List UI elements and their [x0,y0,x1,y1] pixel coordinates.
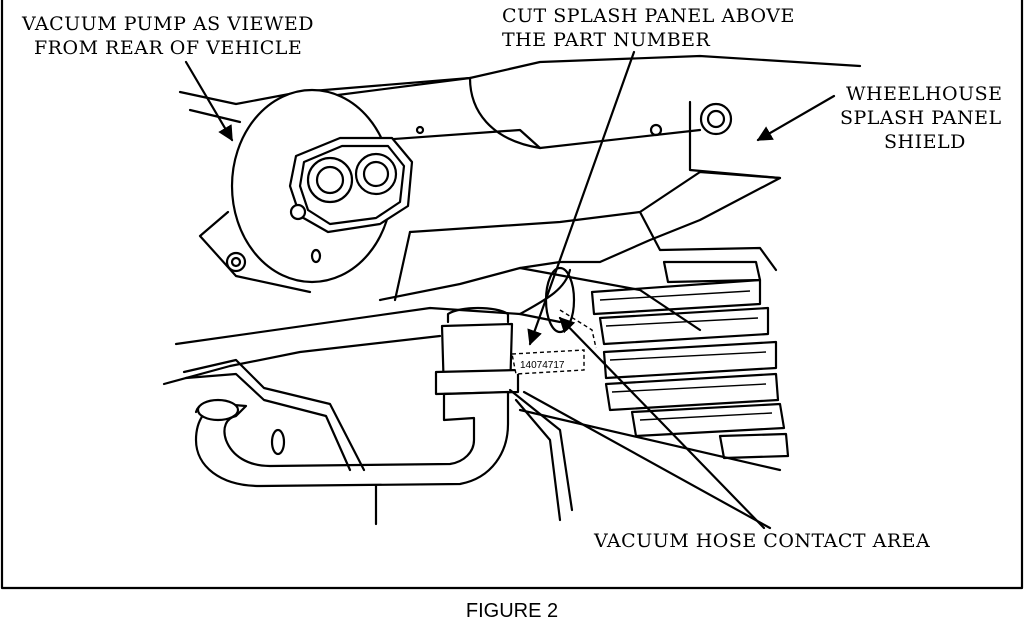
vacuum-hose [162,266,576,526]
vacuum-pump-label-line2: FROM REAR OF VEHICLE [34,37,302,59]
part-number-text: 14074717 [520,360,565,371]
splash-panel-slats [590,260,790,460]
wheelhouse-label-line3: SHIELD [884,131,966,153]
wheelhouse-splash-panel [518,100,782,332]
cut-panel-label-line1: CUT SPLASH PANEL ABOVE [502,5,795,27]
cut-panel-label-line2: THE PART NUMBER [502,29,711,51]
diagram-border [0,0,1024,590]
vacuum-pump-label-line1: VACUUM PUMP AS VIEWED [21,13,314,35]
wheelhouse-label-line2: SPLASH PANEL [840,107,1002,129]
wheelhouse-label-line1: WHEELHOUSE [846,83,1003,105]
figure-caption: FIGURE 2 [466,600,558,622]
callout-arrows [184,50,836,530]
lower-bracket [182,358,782,522]
vacuum-pump [198,88,425,294]
hose-contact-label: VACUUM HOSE CONTACT AREA [593,530,930,552]
part-number-label: 14074717 [511,309,597,375]
